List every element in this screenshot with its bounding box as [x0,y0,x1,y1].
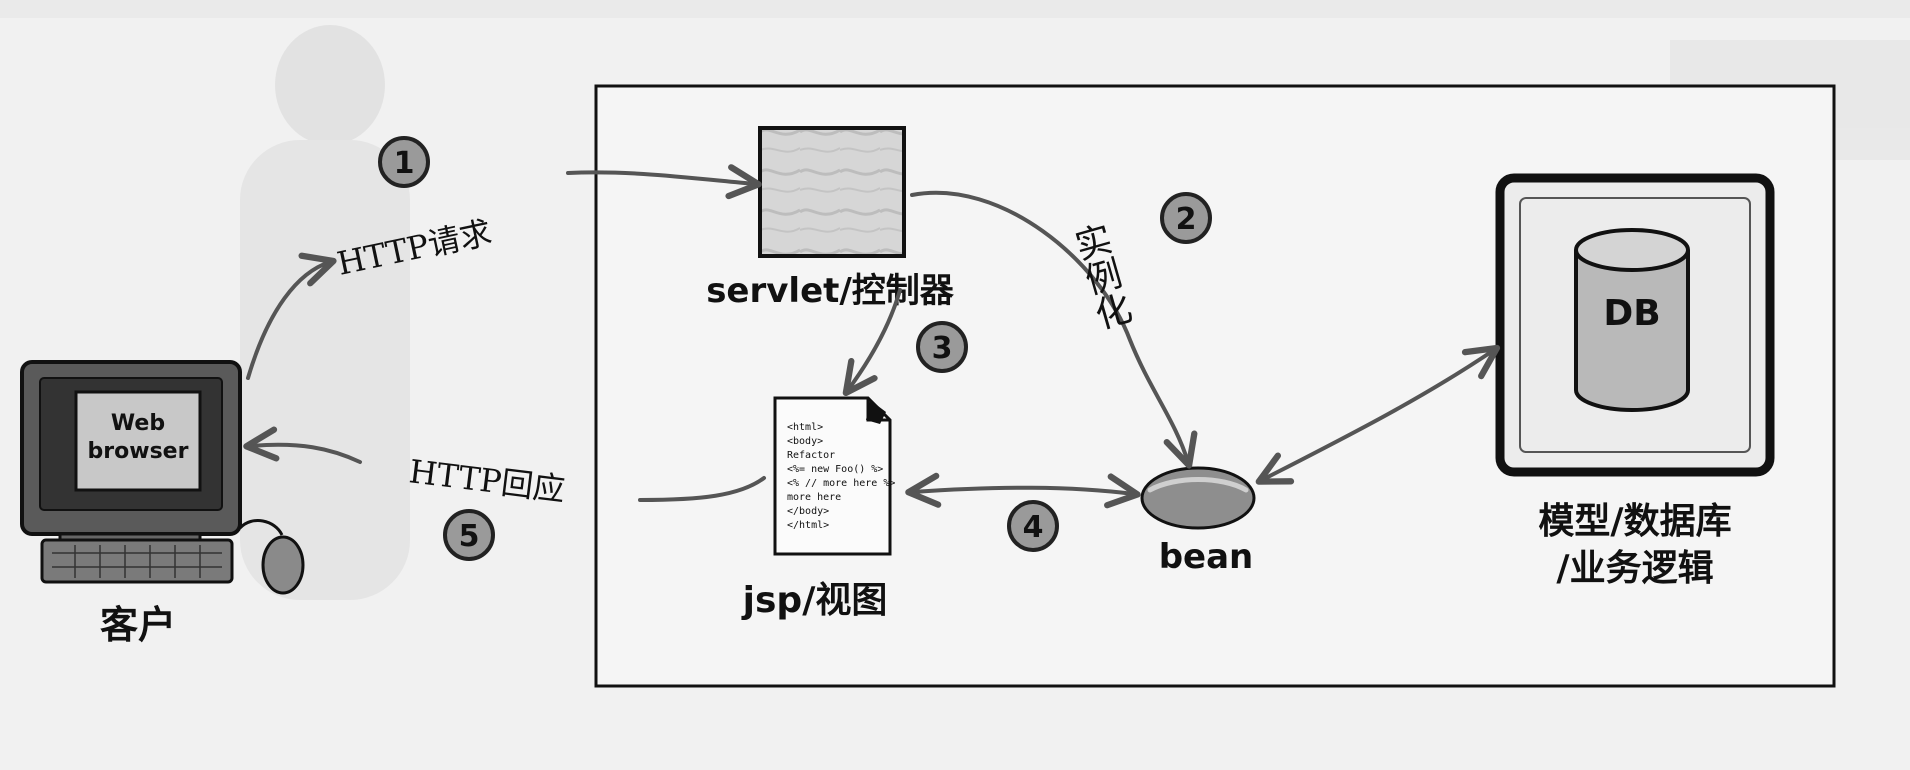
svg-text:1: 1 [394,146,415,181]
browser-screen-line2: browser [88,439,189,464]
client-label: 客户 [100,603,176,647]
step-1-badge: 1 [378,136,430,188]
request-arrow [246,252,337,380]
response-arrow-upper [638,476,766,502]
step-3-badge: 3 [916,321,968,373]
jsp-code-line-1: <html> [787,422,823,433]
exchange-arrow [905,472,1141,509]
controller-label: servlet/控制器 [706,271,955,311]
bean-model-arrow [1255,344,1501,485]
step-2-badge: 2 [1160,192,1212,244]
bean-icon [1140,466,1256,530]
model-label-line1: 模型/数据库 [1538,501,1731,542]
bean-label: bean [1159,537,1254,577]
jsp-page-icon [773,396,892,556]
view-label: jsp/视图 [741,580,888,621]
jsp-code-line-2: <body> [787,436,823,447]
client-computer-icon [20,360,305,595]
response-label: HTTP回应 [407,452,567,509]
jsp-code-line-7: </body> [787,506,829,517]
servlet-controller-block [758,126,906,258]
database-cylinder-icon [1574,228,1690,412]
response-arrow [243,426,362,464]
model-label-line2: /业务逻辑 [1556,548,1713,589]
step-4-badge: 4 [1007,500,1059,552]
jsp-code-line-4: <%= new Foo() %> [787,464,883,475]
jsp-code-line-6: more here [787,492,841,503]
instantiate-arrow [910,190,1198,469]
jsp-code-line-5: <% // more here %> [787,478,895,489]
svg-text:2: 2 [1176,202,1197,237]
browser-screen-line1: Web [111,411,165,436]
forward-arrow [842,288,902,397]
svg-text:4: 4 [1023,510,1044,545]
svg-text:5: 5 [459,519,480,554]
jsp-code-line-3: Refactor [787,450,835,461]
jsp-code-line-8: </html> [787,520,829,531]
step-5-badge: 5 [443,509,495,561]
db-label: DB [1603,293,1660,334]
request-arrow-upper [566,164,762,200]
svg-text:3: 3 [932,331,953,366]
